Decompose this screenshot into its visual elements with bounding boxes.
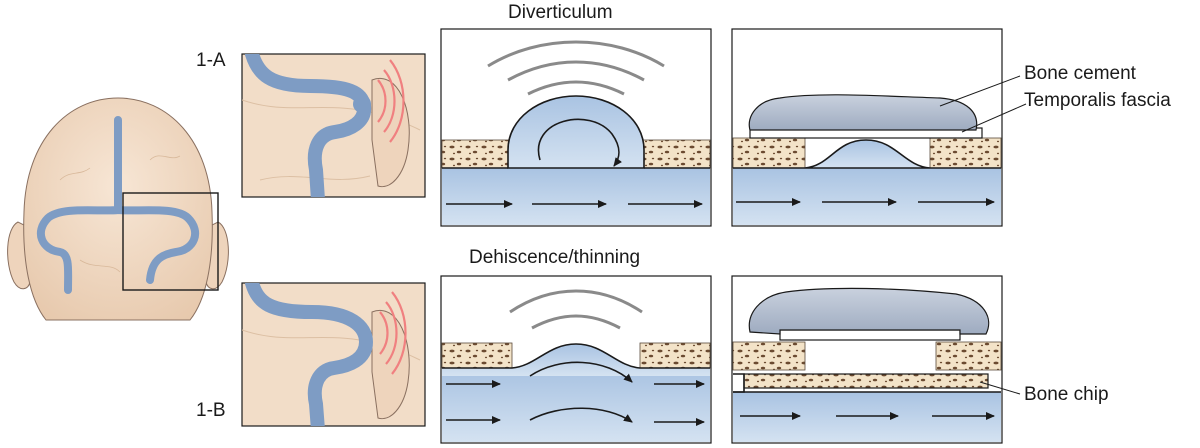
diverticulum-bulge [353, 95, 371, 113]
panel-dehiscence-before [440, 275, 712, 444]
title-diverticulum: Diverticulum [508, 2, 613, 23]
inset-1a [241, 53, 426, 198]
panel-label-1b: 1-B [196, 400, 226, 421]
ear-sound-waves [377, 59, 405, 143]
sinus-vessels [36, 116, 200, 294]
diverticulum-dome [507, 95, 645, 169]
sound-arcs-top [487, 40, 665, 96]
bone-cement-layer [748, 94, 978, 131]
panel-dehiscence-after [731, 275, 1021, 444]
bone-chip-graft [743, 373, 989, 389]
panel-diverticulum-before [440, 28, 712, 227]
callout-bone-chip: Bone chip [1024, 384, 1109, 405]
title-dehiscence: Dehiscence/thinning [469, 247, 641, 268]
zoom-box [122, 192, 219, 291]
panel-label-1a: 1-A [196, 50, 226, 71]
callout-bone-cement: Bone cement [1024, 63, 1136, 84]
head-illustration [7, 97, 229, 321]
callout-temporalis-fascia: Temporalis fascia [1024, 90, 1171, 111]
panel-diverticulum-after [731, 28, 1027, 227]
inset-1b [241, 282, 426, 427]
